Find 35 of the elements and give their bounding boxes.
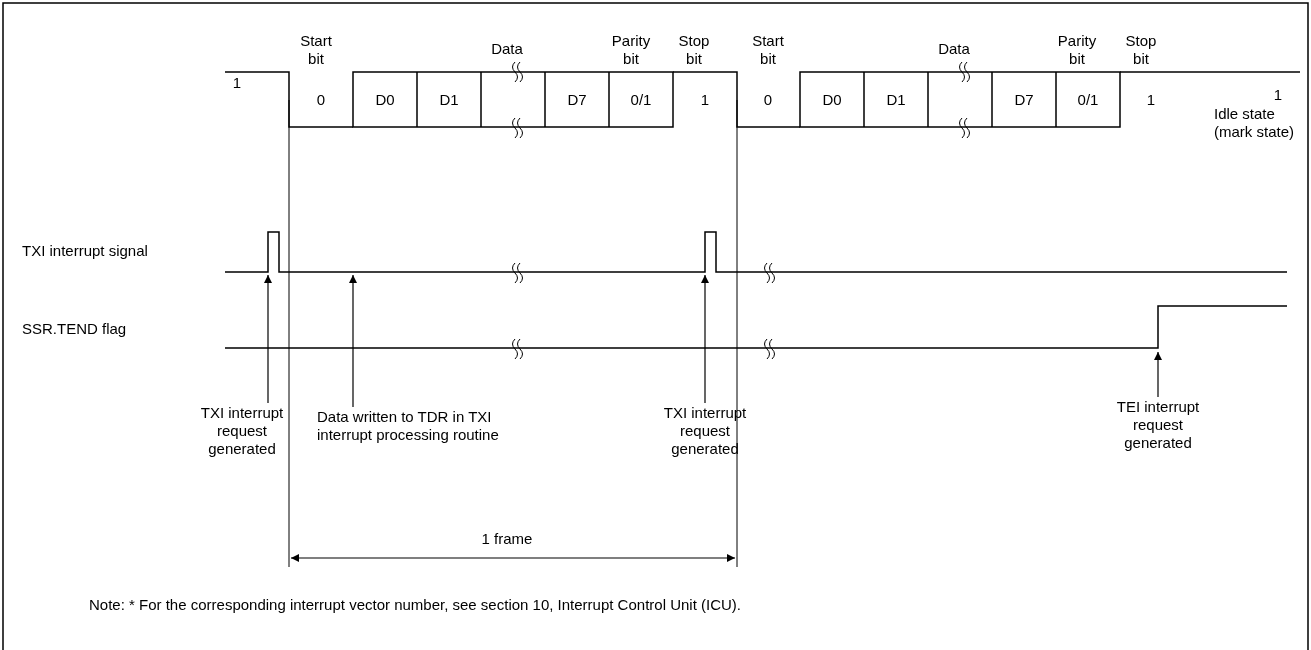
dimension-label: 1 frame	[480, 530, 534, 548]
bit-label: Start bit	[751, 32, 785, 68]
bit-value: 0/1	[1076, 91, 1100, 109]
leader-arrow	[1154, 351, 1162, 398]
leader-arrow	[701, 274, 709, 404]
note-text: Note: * For the corresponding interrupt vector number, see section 10, Interrupt Control Unit (ICU).	[89, 596, 742, 614]
leader-arrow	[264, 274, 272, 404]
annotation-text: Data written to TDR in TXI interrupt processing routine	[317, 408, 517, 444]
bit-value: D1	[438, 91, 460, 109]
bit-label: Parity bit	[1056, 32, 1098, 68]
signal-name: TXI interrupt signal	[22, 242, 149, 260]
annotation-text: TXI interrupt request generated	[650, 404, 760, 458]
bit-label: Stop bit	[677, 32, 711, 68]
signal-name: SSR.TEND flag	[22, 320, 128, 338]
bit-value: 1	[699, 91, 711, 109]
bit-value: D7	[1013, 91, 1035, 109]
bit-value: 0	[762, 91, 774, 109]
bit-value: 1	[1145, 91, 1157, 109]
bit-label: Data	[490, 40, 524, 58]
level-label: 1	[1272, 86, 1284, 104]
bit-value: 0/1	[629, 91, 653, 109]
annotation-text: TEI interrupt request generated	[1103, 398, 1213, 452]
state-label: Idle state (mark state)	[1214, 105, 1295, 141]
bit-value: D1	[885, 91, 907, 109]
bit-value: D0	[374, 91, 396, 109]
bit-value: D0	[821, 91, 843, 109]
bit-value: 0	[315, 91, 327, 109]
bit-label: Data	[937, 40, 971, 58]
level-label: 1	[231, 74, 243, 92]
bit-value: D7	[566, 91, 588, 109]
bit-label: Start bit	[299, 32, 333, 68]
bit-label: Parity bit	[610, 32, 652, 68]
annotation-text: TXI interrupt request generated	[187, 404, 297, 458]
leader-arrow	[349, 274, 357, 408]
bit-label: Stop bit	[1124, 32, 1158, 68]
